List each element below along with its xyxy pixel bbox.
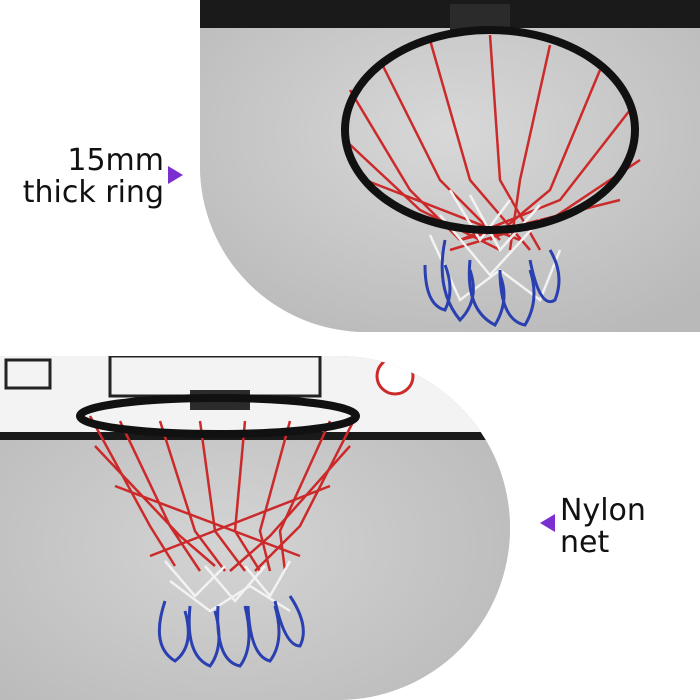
- ring-closeup-photo: [200, 0, 700, 332]
- net-callout-line2: net: [560, 525, 610, 560]
- net-blue-strands: [157, 595, 305, 668]
- purple-triangle-right-icon: [168, 166, 183, 184]
- net-illustration: [0, 356, 510, 700]
- net-white-strands: [428, 189, 562, 302]
- ring-callout: 15mm thick ring: [4, 145, 164, 209]
- net-photo: [0, 356, 510, 700]
- ring-closeup-illustration: [200, 0, 700, 332]
- net-white-strands: [164, 560, 292, 613]
- net-callout-line1: Nylon: [560, 493, 646, 528]
- ring-callout-line1: 15mm: [67, 143, 164, 178]
- net-red-strands: [88, 415, 357, 572]
- backboard-window-left: [4, 358, 52, 390]
- ring: [76, 394, 360, 438]
- thick-ring: [341, 26, 639, 234]
- net-blue-strands: [423, 239, 561, 327]
- backboard-sticker: [375, 356, 415, 396]
- purple-triangle-left-icon: [540, 514, 555, 532]
- ring-callout-line2: thick ring: [22, 175, 164, 210]
- net-callout: Nylon net: [560, 495, 690, 559]
